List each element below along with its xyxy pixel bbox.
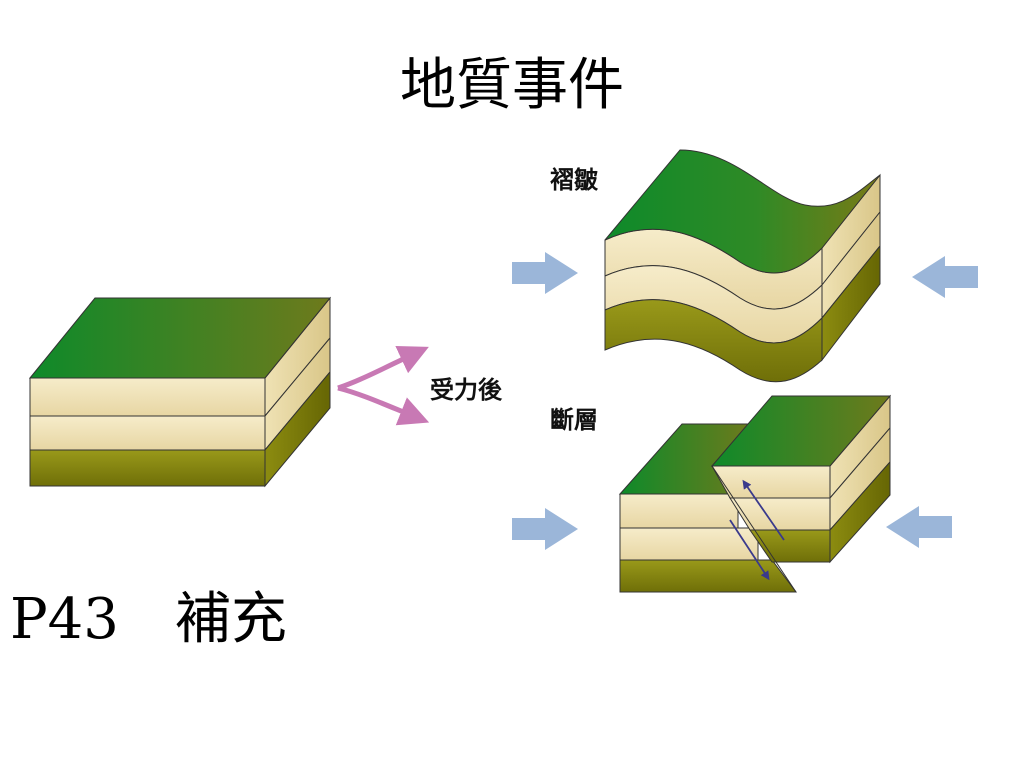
fold-push-arrow-right	[912, 256, 978, 298]
flat-strata-block	[28, 296, 332, 488]
slide-title: 地質事件	[400, 53, 624, 118]
fault-push-arrow-left	[512, 508, 578, 550]
page-reference-note: P43 補充	[10, 587, 287, 652]
fault-push-arrow-right	[886, 506, 952, 548]
fault-label: 斷層	[550, 406, 598, 434]
fault-block	[618, 394, 892, 593]
fold-label: 褶皺	[550, 166, 598, 194]
force-branch-arrows	[337, 346, 430, 426]
fold-push-arrow-left	[512, 252, 578, 294]
fold-block	[604, 149, 881, 383]
after-force-label: 受力後	[430, 376, 502, 404]
